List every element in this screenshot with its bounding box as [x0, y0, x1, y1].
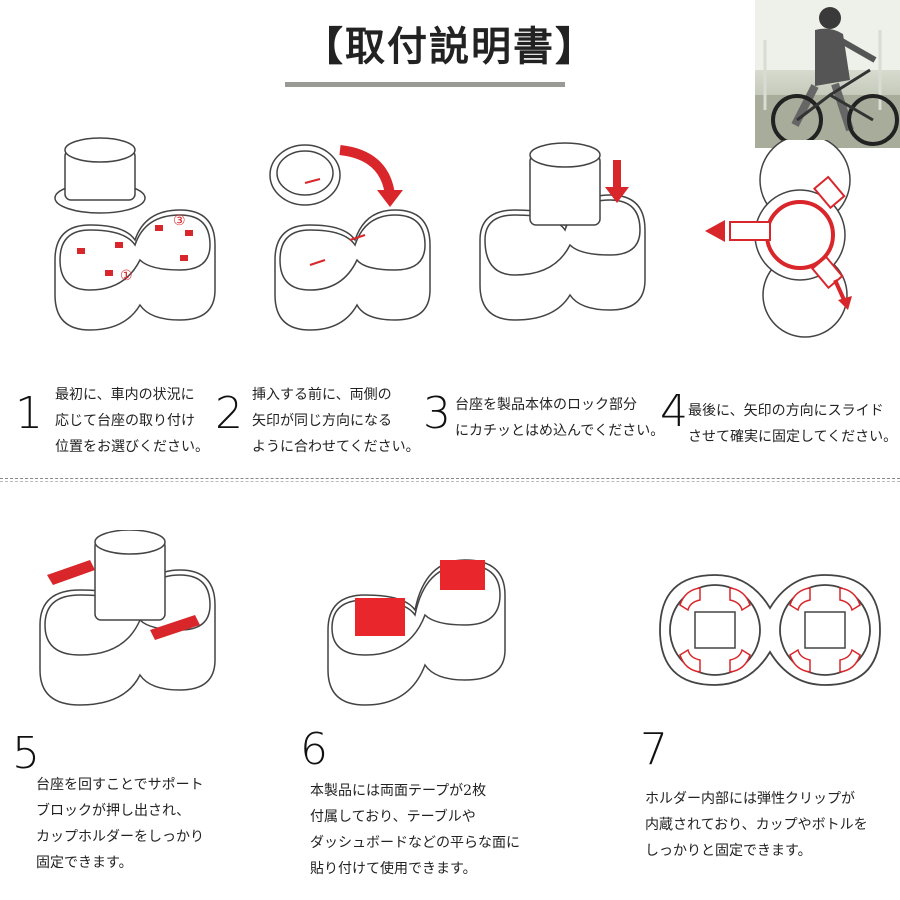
- step4-illustration: [700, 140, 870, 340]
- step-text-3: 台座を製品本体のロック部分 にカチッとはめ込んでください。: [455, 397, 665, 439]
- step6-illustration: [320, 540, 520, 715]
- step1-illustration: ③ ①: [45, 130, 225, 340]
- step-number-2: 2: [215, 388, 243, 439]
- step-number-4: 4: [660, 386, 688, 437]
- page-title: 【取付説明書】: [303, 24, 597, 70]
- section-divider-secondary: [0, 481, 900, 482]
- marker-1: ①: [120, 268, 133, 284]
- step2-illustration: [265, 135, 440, 335]
- cyclist-photo: [755, 0, 900, 148]
- marker-3: ③: [173, 213, 186, 229]
- step-text-1: 最初に、車内の状況に 応じて台座の取り付け 位置をお選びください。: [55, 387, 209, 455]
- step-number-5: 5: [12, 728, 40, 779]
- step-number-3: 3: [423, 388, 451, 439]
- step5-illustration: [35, 530, 235, 720]
- step-text-5: 台座を回すことでサポート ブロックが押し出され、 カップホルダーをしっかり 固定…: [36, 777, 204, 871]
- step-text-4: 最後に、矢印の方向にスライド させて確実に固定してください。: [688, 403, 898, 445]
- step-text-6: 本製品には両面テープが2枚 付属しており、テーブルや ダッシュボードなどの平らな…: [310, 783, 520, 877]
- section-divider: [0, 478, 900, 479]
- step3-illustration: [470, 135, 660, 335]
- title-underline: [285, 82, 565, 87]
- step-number-6: 6: [300, 724, 328, 775]
- step-number-1: 1: [15, 388, 43, 439]
- step-text-7: ホルダー内部には弾性クリップが 内蔵されており、カップやボトルを しっかりと固定…: [645, 791, 868, 859]
- step-number-7: 7: [640, 724, 668, 775]
- step-text-2: 挿入する前に、両側の 矢印が同じ方向になる ように合わせてください。: [252, 387, 420, 455]
- step7-illustration: [655, 570, 885, 690]
